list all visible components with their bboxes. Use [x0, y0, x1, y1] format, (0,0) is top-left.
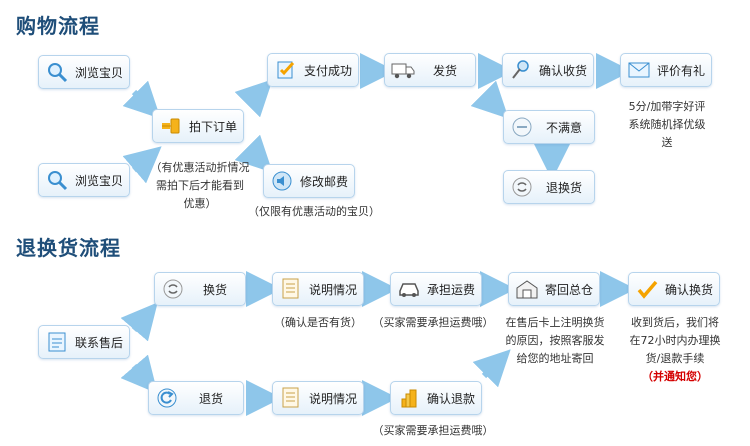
processing-note-line1: 收到货后，我们将	[631, 316, 719, 329]
return-arrow-icon	[155, 386, 179, 410]
review-note-line1: 5分/加带字好评	[628, 100, 706, 113]
send-back-note: 在售后卡上注明换货 的原因，按照客服发 给您的地址寄回	[496, 314, 614, 368]
contact-aftersales-label: 联系售后	[75, 335, 124, 350]
checkmark-icon	[635, 277, 659, 301]
discount-note-line1: （有优惠活动折情况	[150, 161, 250, 174]
review-reward-button[interactable]: 评价有礼	[620, 53, 712, 87]
modify-postage-note: （仅限有优惠活动的宝贝）	[248, 205, 380, 218]
recycle-icon	[510, 175, 534, 199]
confirm-refund-label: 确认退款	[427, 391, 476, 406]
browse-button-bottom[interactable]: 浏览宝贝	[38, 163, 130, 197]
unsatisfied-button[interactable]: 不满意	[503, 110, 595, 144]
confirm-stock-note: （确认是否有货）	[274, 316, 362, 329]
send-back-warehouse-label: 寄回总仓	[545, 282, 594, 297]
gavel-icon	[159, 114, 183, 138]
explain-situation-label-bottom: 说明情况	[309, 391, 358, 406]
purchase-flow-title: 购物流程	[16, 14, 100, 38]
speaker-icon	[270, 169, 294, 193]
ship-button[interactable]: 发货	[384, 53, 476, 87]
return-goods-button[interactable]: 退货	[148, 381, 244, 415]
confirm-exchange-label: 确认换货	[665, 282, 714, 297]
place-order-button[interactable]: 拍下订单	[152, 109, 244, 143]
notify-note: （并通知您）	[642, 370, 708, 383]
review-note-line2: 系统随机择优级	[628, 118, 706, 131]
car-icon	[397, 277, 421, 301]
send-back-note-line1: 在售后卡上注明换货	[505, 316, 605, 329]
processing-note: 收到货后，我们将 在72小时内办理换 货/退款手续 （并通知您）	[620, 314, 730, 386]
bear-freight-label-top: 承担运费	[427, 282, 476, 297]
explain-situation-button-bottom[interactable]: 说明情况	[272, 381, 364, 415]
exchange-label: 换货	[202, 282, 227, 297]
bear-freight-button-top[interactable]: 承担运费	[390, 272, 482, 306]
document-icon	[279, 277, 303, 301]
discount-note-line3: 优惠）	[183, 197, 217, 210]
contact-aftersales-button[interactable]: 联系售后	[38, 325, 130, 359]
warehouse-icon	[515, 277, 539, 301]
send-back-note-line3: 给您的地址寄回	[516, 352, 594, 365]
review-reward-note: 5分/加带字好评 系统随机择优级 送	[610, 98, 724, 152]
document-icon	[279, 386, 303, 410]
return-exchange-label: 退换货	[545, 180, 582, 195]
browse-button-top[interactable]: 浏览宝贝	[38, 55, 130, 89]
browse-label-top: 浏览宝贝	[75, 65, 124, 80]
recycle-icon	[161, 277, 185, 301]
review-note-line3: 送	[661, 136, 673, 149]
return-goods-label: 退货	[198, 391, 223, 406]
review-reward-label: 评价有礼	[657, 63, 706, 78]
discount-note-line2: 需拍下后才能看到	[156, 179, 244, 192]
discount-note: （有优惠活动折情况 需拍下后才能看到 优惠）	[140, 159, 260, 213]
confirm-receipt-button[interactable]: 确认收货	[502, 53, 594, 87]
send-back-warehouse-button[interactable]: 寄回总仓	[508, 272, 600, 306]
explain-situation-label-top: 说明情况	[309, 282, 358, 297]
place-order-label: 拍下订单	[189, 119, 238, 134]
coins-icon	[397, 386, 421, 410]
explain-situation-button-top[interactable]: 说明情况	[272, 272, 364, 306]
send-back-note-line2: 的原因，按照客服发	[505, 334, 605, 347]
truck-icon	[391, 58, 415, 82]
ship-label: 发货	[432, 63, 457, 78]
confirm-exchange-button[interactable]: 确认换货	[628, 272, 720, 306]
modify-postage-label: 修改邮费	[300, 174, 349, 189]
freight-note-top: （买家需要承担运费哦）	[372, 316, 494, 329]
unsatisfied-label: 不满意	[545, 120, 582, 135]
processing-note-line2: 在72小时内办理换	[629, 334, 721, 347]
unhappy-face-icon	[510, 115, 534, 139]
sale-tag-icon	[45, 330, 69, 354]
checklist-icon	[274, 58, 298, 82]
return-flow-title: 退换货流程	[16, 236, 121, 260]
magnifier-icon	[45, 168, 69, 192]
freight-note-bottom: （买家需要承担运费哦）	[372, 424, 494, 437]
confirm-receipt-label: 确认收货	[539, 63, 588, 78]
send-mail-icon	[627, 58, 651, 82]
payment-success-label: 支付成功	[304, 63, 353, 78]
processing-note-line3: 货/退款手续	[645, 352, 705, 365]
pushpin-icon	[509, 58, 533, 82]
return-exchange-button[interactable]: 退换货	[503, 170, 595, 204]
browse-label-bottom: 浏览宝贝	[75, 173, 124, 188]
payment-success-button[interactable]: 支付成功	[267, 53, 359, 87]
confirm-refund-button[interactable]: 确认退款	[390, 381, 482, 415]
magnifier-icon	[45, 60, 69, 84]
exchange-button[interactable]: 换货	[154, 272, 246, 306]
modify-postage-button[interactable]: 修改邮费	[263, 164, 355, 198]
